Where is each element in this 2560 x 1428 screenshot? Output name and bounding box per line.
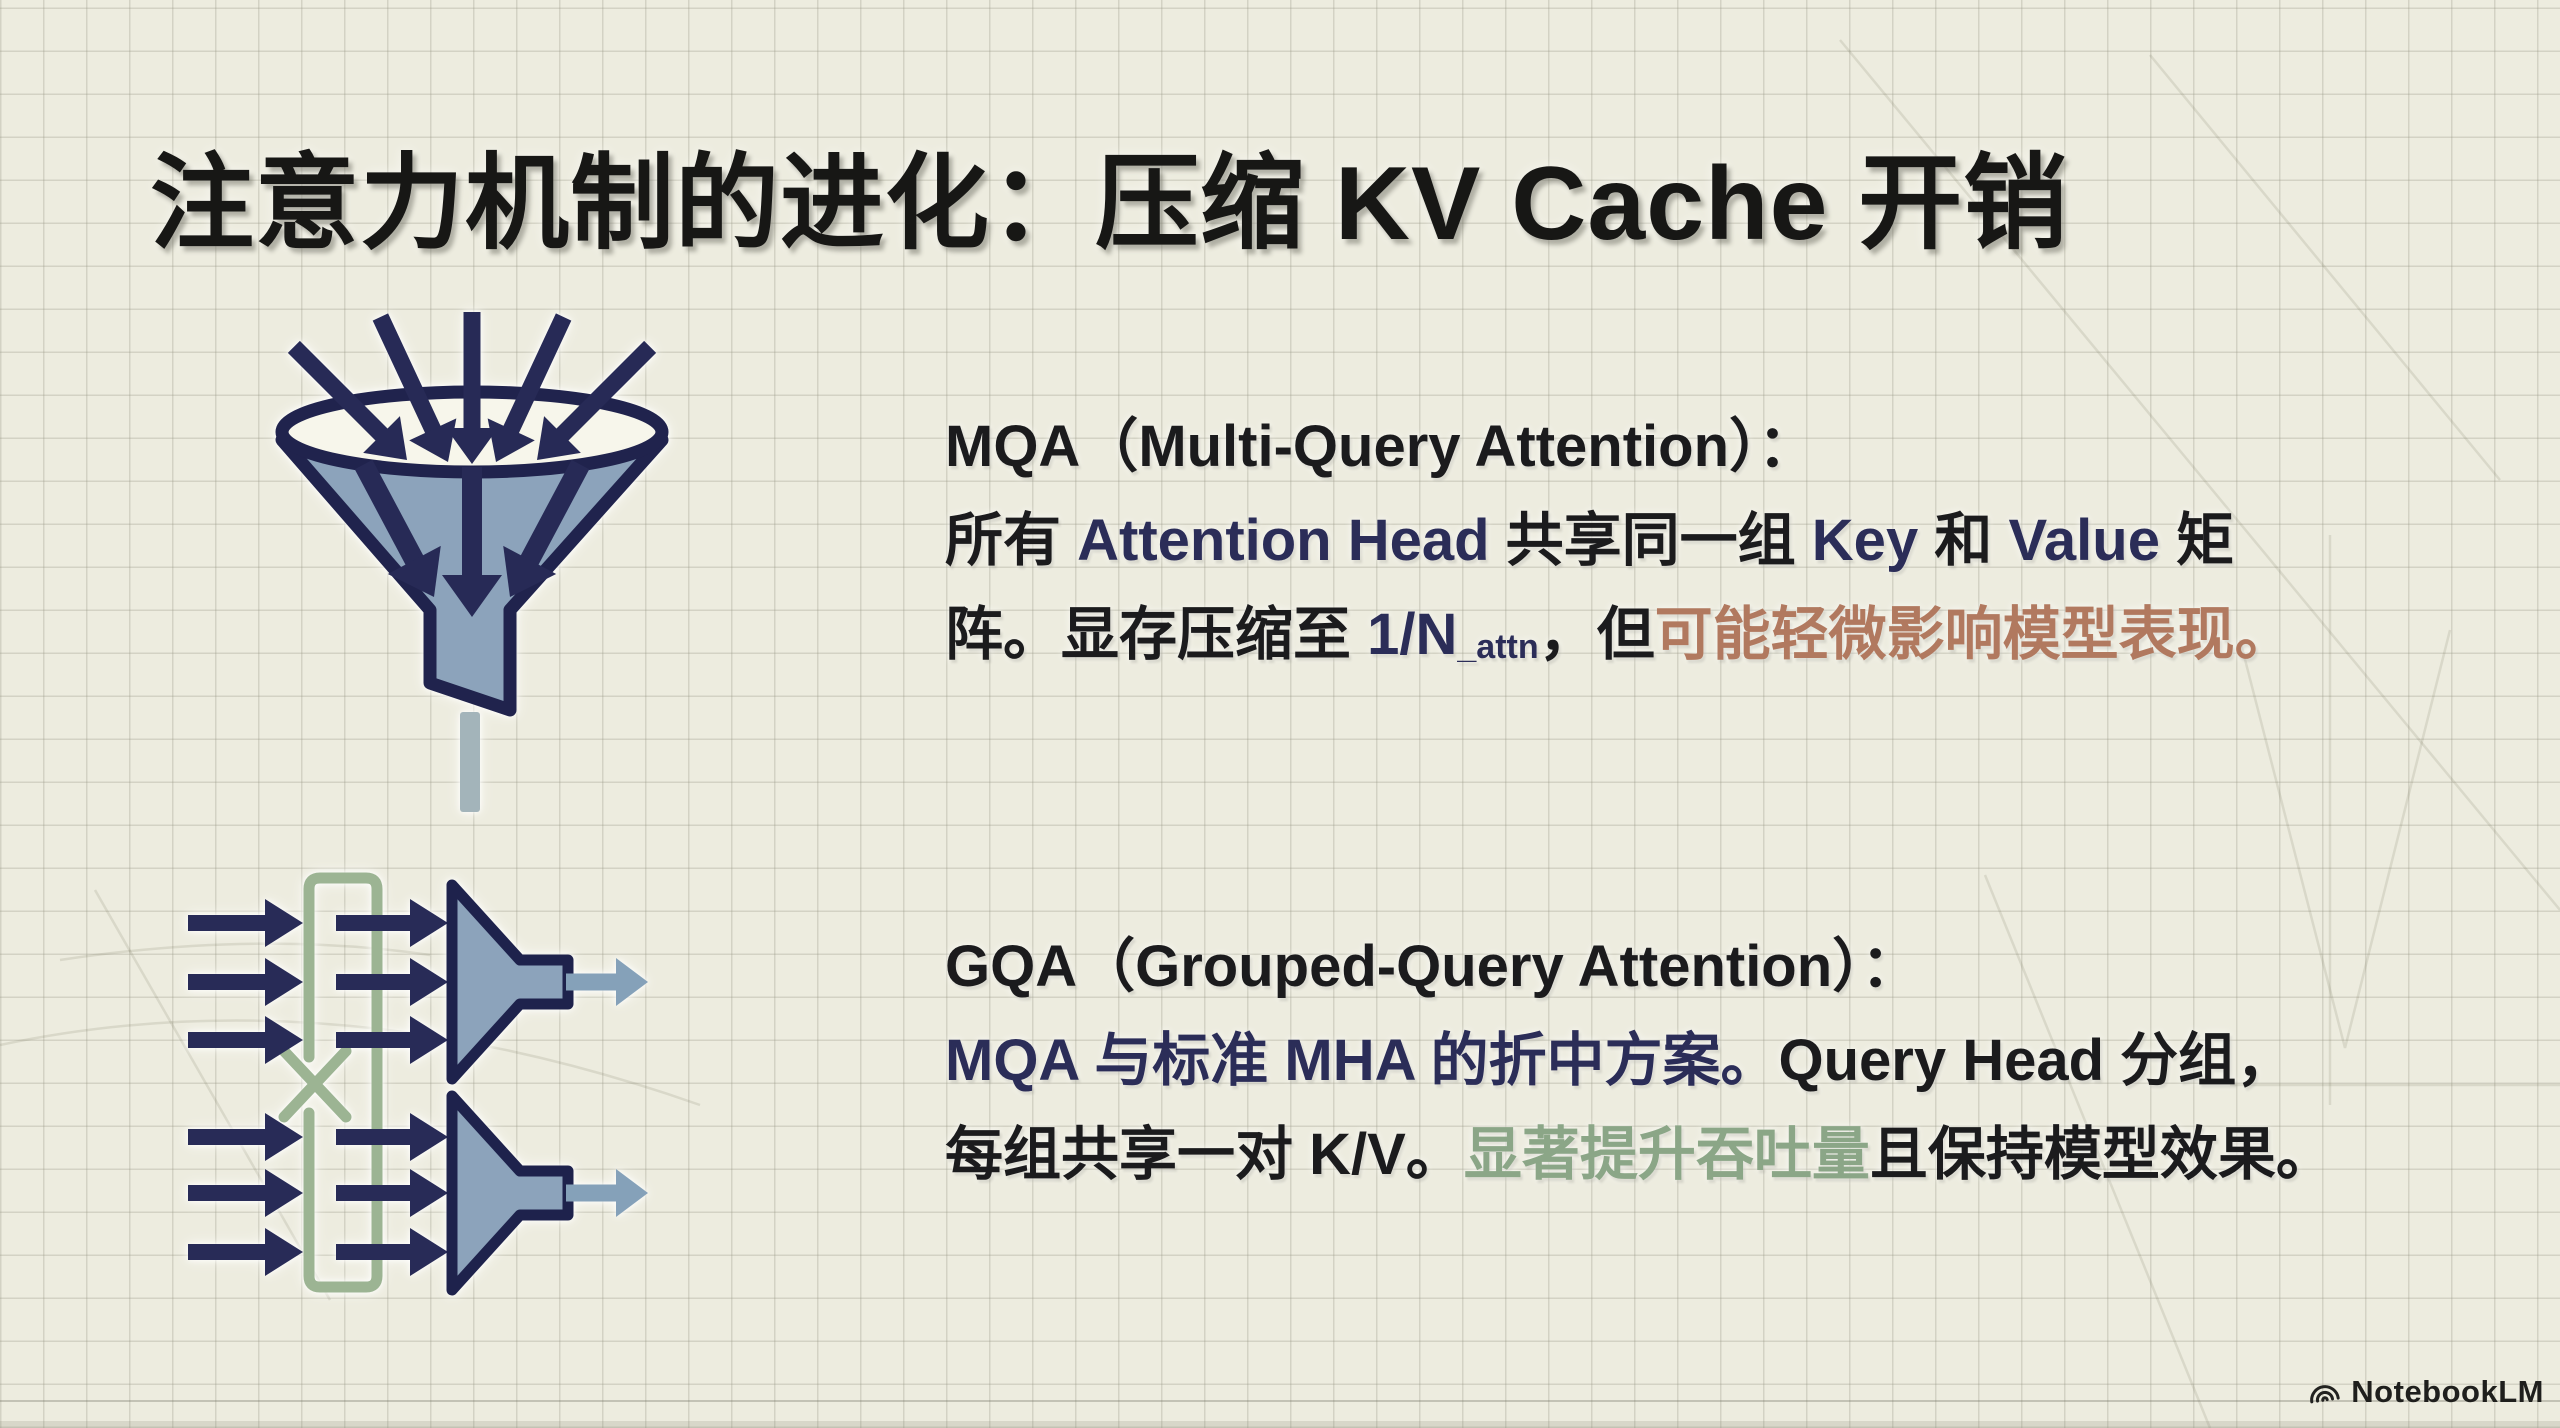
merged-arrows [354,459,590,617]
bottom-rule [0,1400,2560,1402]
notebooklm-arcs-icon [2310,1385,2341,1404]
mqa-body-line-1: 所有 Attention Head 共享同一组 Key 和 Value 矩 [945,494,2505,588]
mqa-text-segment: 和 [1918,508,2009,573]
gqa-section: GQA（Grouped-Query Attention）： MQA 与标准 MH… [945,920,2505,1202]
notebooklm-watermark: NotebookLM [2308,1374,2544,1410]
mqa-text-segment: 阵。显存压缩至 [945,602,1368,667]
page-title: 注意力机制的进化：压缩 KV Cache 开销 [150,146,2069,262]
gqa-text-segment: Query Head 分组， [1778,1028,2295,1093]
gqa-body-line-1: MQA 与标准 MHA 的折中方案。Query Head 分组， [945,1014,2505,1108]
mqa-text-segment: Attention Head [1077,508,1490,573]
gqa-text-segment: 每组共享一对 K/V。 [945,1122,1464,1187]
mqa-body-line-2: 阵。显存压缩至 1/N_attn，但可能轻微影响模型表现。 [945,588,2505,690]
kv-funnels [446,879,574,1296]
mqa-text-segment: 所有 [945,508,1078,573]
query-head-arrows [188,899,448,1276]
gqa-text-segment: MQA 与标准 MHA 的折中方案。 [945,1028,1779,1093]
group-boundary-box [278,872,383,1293]
crossover-x [278,1045,352,1123]
mqa-text-segment: 共享同一组 [1489,508,1812,573]
mqa-funnel-icon [275,312,669,812]
mqa-section: MQA（Multi-Query Attention）： 所有 Attention… [945,400,2505,690]
gqa-heading: GQA（Grouped-Query Attention）： [945,934,1920,999]
mqa-text-segment: Value [2008,508,2160,573]
gqa-highlight-benefit: 显著提升吞吐量 [1463,1122,1870,1187]
incoming-arrows [287,312,657,464]
mqa-subscript: _attn [1457,628,1539,666]
mqa-heading: MQA（Multi-Query Attention）： [945,414,1816,479]
mqa-text-segment: 矩 [2159,508,2235,573]
mqa-highlight-caveat: 可能轻微影响模型表现。 [1654,602,2293,667]
mqa-text-segment: Key [1811,508,1919,573]
bottom-edge-strip [0,1421,2560,1428]
gqa-body-line-2: 每组共享一对 K/V。显著提升吞吐量且保持模型效果。 [945,1108,2505,1202]
output-arrows [566,958,648,1217]
mqa-text-segment: 1/N [1367,602,1458,667]
mqa-text-segment: ，但 [1538,602,1655,667]
gqa-grouped-heads-icon [188,872,648,1296]
watermark-label: NotebookLM [2351,1374,2544,1409]
gqa-text-segment: 且保持模型效果。 [1869,1122,2334,1187]
funnel-stem [460,712,480,812]
